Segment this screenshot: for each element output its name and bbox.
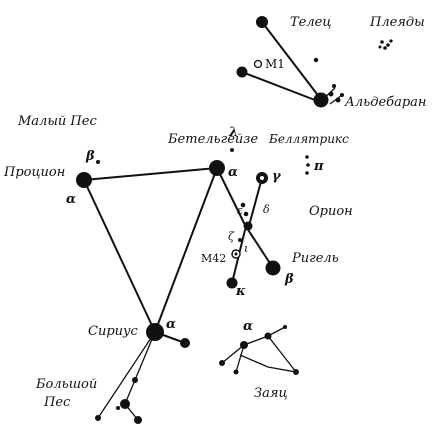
star-taurus-lower <box>236 66 248 78</box>
star-hyades-2 <box>335 97 341 103</box>
star-orion-lambda <box>230 148 234 152</box>
label-m1: M1 <box>265 57 285 71</box>
star-sirius <box>146 323 164 341</box>
line-bellatrix-belt <box>249 177 263 223</box>
greek-pi: π <box>313 159 324 174</box>
line-taurus-horn-upper <box>261 21 321 99</box>
m1-marker <box>253 59 263 69</box>
star-canis-major-tail <box>95 415 101 421</box>
label-aldebaran: Альдебаран <box>344 95 426 110</box>
star-canis-major-foot <box>134 416 142 424</box>
orion-lines <box>216 167 274 284</box>
line-taurus-horn-lower <box>241 71 321 103</box>
star-pleiades-5 <box>378 45 382 49</box>
star-hyades-1 <box>328 91 334 97</box>
star-betelgeuse <box>209 160 225 176</box>
star-hyades-3 <box>332 84 336 88</box>
star-bellatrix-core <box>260 176 264 180</box>
star-canis-major-small <box>116 406 120 410</box>
labels: Телец Плеяды M1 Альдебаран Малый Пес Про… <box>3 15 426 410</box>
star-pleiades-1 <box>380 40 384 44</box>
star-belt-zeta <box>243 221 253 231</box>
winter-triangle <box>83 167 218 333</box>
label-sirius: Сириус <box>88 324 139 339</box>
greek-zeta: ζ <box>228 230 235 243</box>
greek-gamma: γ <box>272 169 282 184</box>
star-hyades-4 <box>340 93 344 97</box>
label-orion: Орион <box>309 204 353 219</box>
star-lepus-beta <box>264 332 272 340</box>
star-saiph <box>226 277 238 289</box>
line-procyon-betelgeuse <box>83 167 218 181</box>
star-lepus-east <box>293 369 299 375</box>
label-canis-minor: Малый Пес <box>17 114 97 129</box>
star-belt-epsilon <box>243 211 249 217</box>
star-canis-major-east <box>180 338 190 348</box>
star-lepus-west <box>219 360 225 366</box>
line-belt-rigel <box>244 224 274 269</box>
canis-major-lines <box>97 331 186 421</box>
greek-kappa: κ <box>235 284 246 299</box>
greek-iota: ι <box>244 242 248 255</box>
star-orion-pi-2 <box>306 163 310 167</box>
label-betelgeuse: Бетельгейзе <box>167 132 258 147</box>
star-taurus-small <box>313 57 319 63</box>
greek-letters: β α α λ γ π δ ε ζ ι β κ α α <box>66 125 324 334</box>
label-taurus: Телец <box>290 15 331 30</box>
line-lepus-foot <box>235 344 245 373</box>
star-canis-minor-beta <box>96 160 100 164</box>
lepus-lines <box>221 326 298 373</box>
label-canis-major-line2: Пес <box>43 395 71 410</box>
stars <box>76 16 393 424</box>
greek-alpha-sirius: α <box>166 317 176 332</box>
greek-delta-belt: δ <box>263 203 270 216</box>
label-bellatrix: Беллятрикс <box>268 132 349 146</box>
line-lepus-body <box>221 335 298 373</box>
star-lepus-alpha <box>240 341 248 349</box>
star-procyon <box>76 172 92 188</box>
greek-epsilon: ε <box>237 204 243 217</box>
star-belt-delta <box>240 202 246 208</box>
star-pleiades-3 <box>383 46 387 50</box>
star-lepus-foot <box>233 369 239 375</box>
star-rigel <box>265 260 281 276</box>
star-taurus-upper <box>256 16 268 28</box>
label-m42: M42 <box>201 252 226 265</box>
star-aldebaran <box>313 92 329 108</box>
greek-alpha-lepus: α <box>243 319 253 334</box>
label-procyon: Процион <box>3 165 65 180</box>
greek-alpha-betelgeuse: α <box>228 165 238 180</box>
star-pleiades-2 <box>386 43 390 47</box>
star-orion-pi-1 <box>305 155 309 159</box>
label-canis-major-line1: Большой <box>35 377 97 392</box>
star-lepus-ear <box>283 325 287 329</box>
star-sword-1 <box>238 238 242 242</box>
label-rigel: Ригель <box>291 251 339 266</box>
greek-beta-canis-minor: β <box>85 149 95 164</box>
label-lepus: Заяц <box>254 386 288 401</box>
greek-alpha-procyon: α <box>66 192 76 207</box>
greek-lambda: λ <box>228 125 238 140</box>
line-betelgeuse-sirius <box>154 167 218 333</box>
line-sirius-tail <box>97 331 156 419</box>
greek-beta-rigel: β <box>284 272 294 287</box>
star-orion-pi-3 <box>305 171 309 175</box>
label-pleiades: Плеяды <box>369 15 425 30</box>
star-canis-major-body <box>132 377 138 383</box>
star-canis-major-hind <box>120 399 130 409</box>
star-pleiades-4 <box>389 39 393 43</box>
line-procyon-sirius <box>83 179 156 333</box>
m42-core <box>234 252 238 256</box>
line-betelgeuse-belt <box>216 167 246 226</box>
